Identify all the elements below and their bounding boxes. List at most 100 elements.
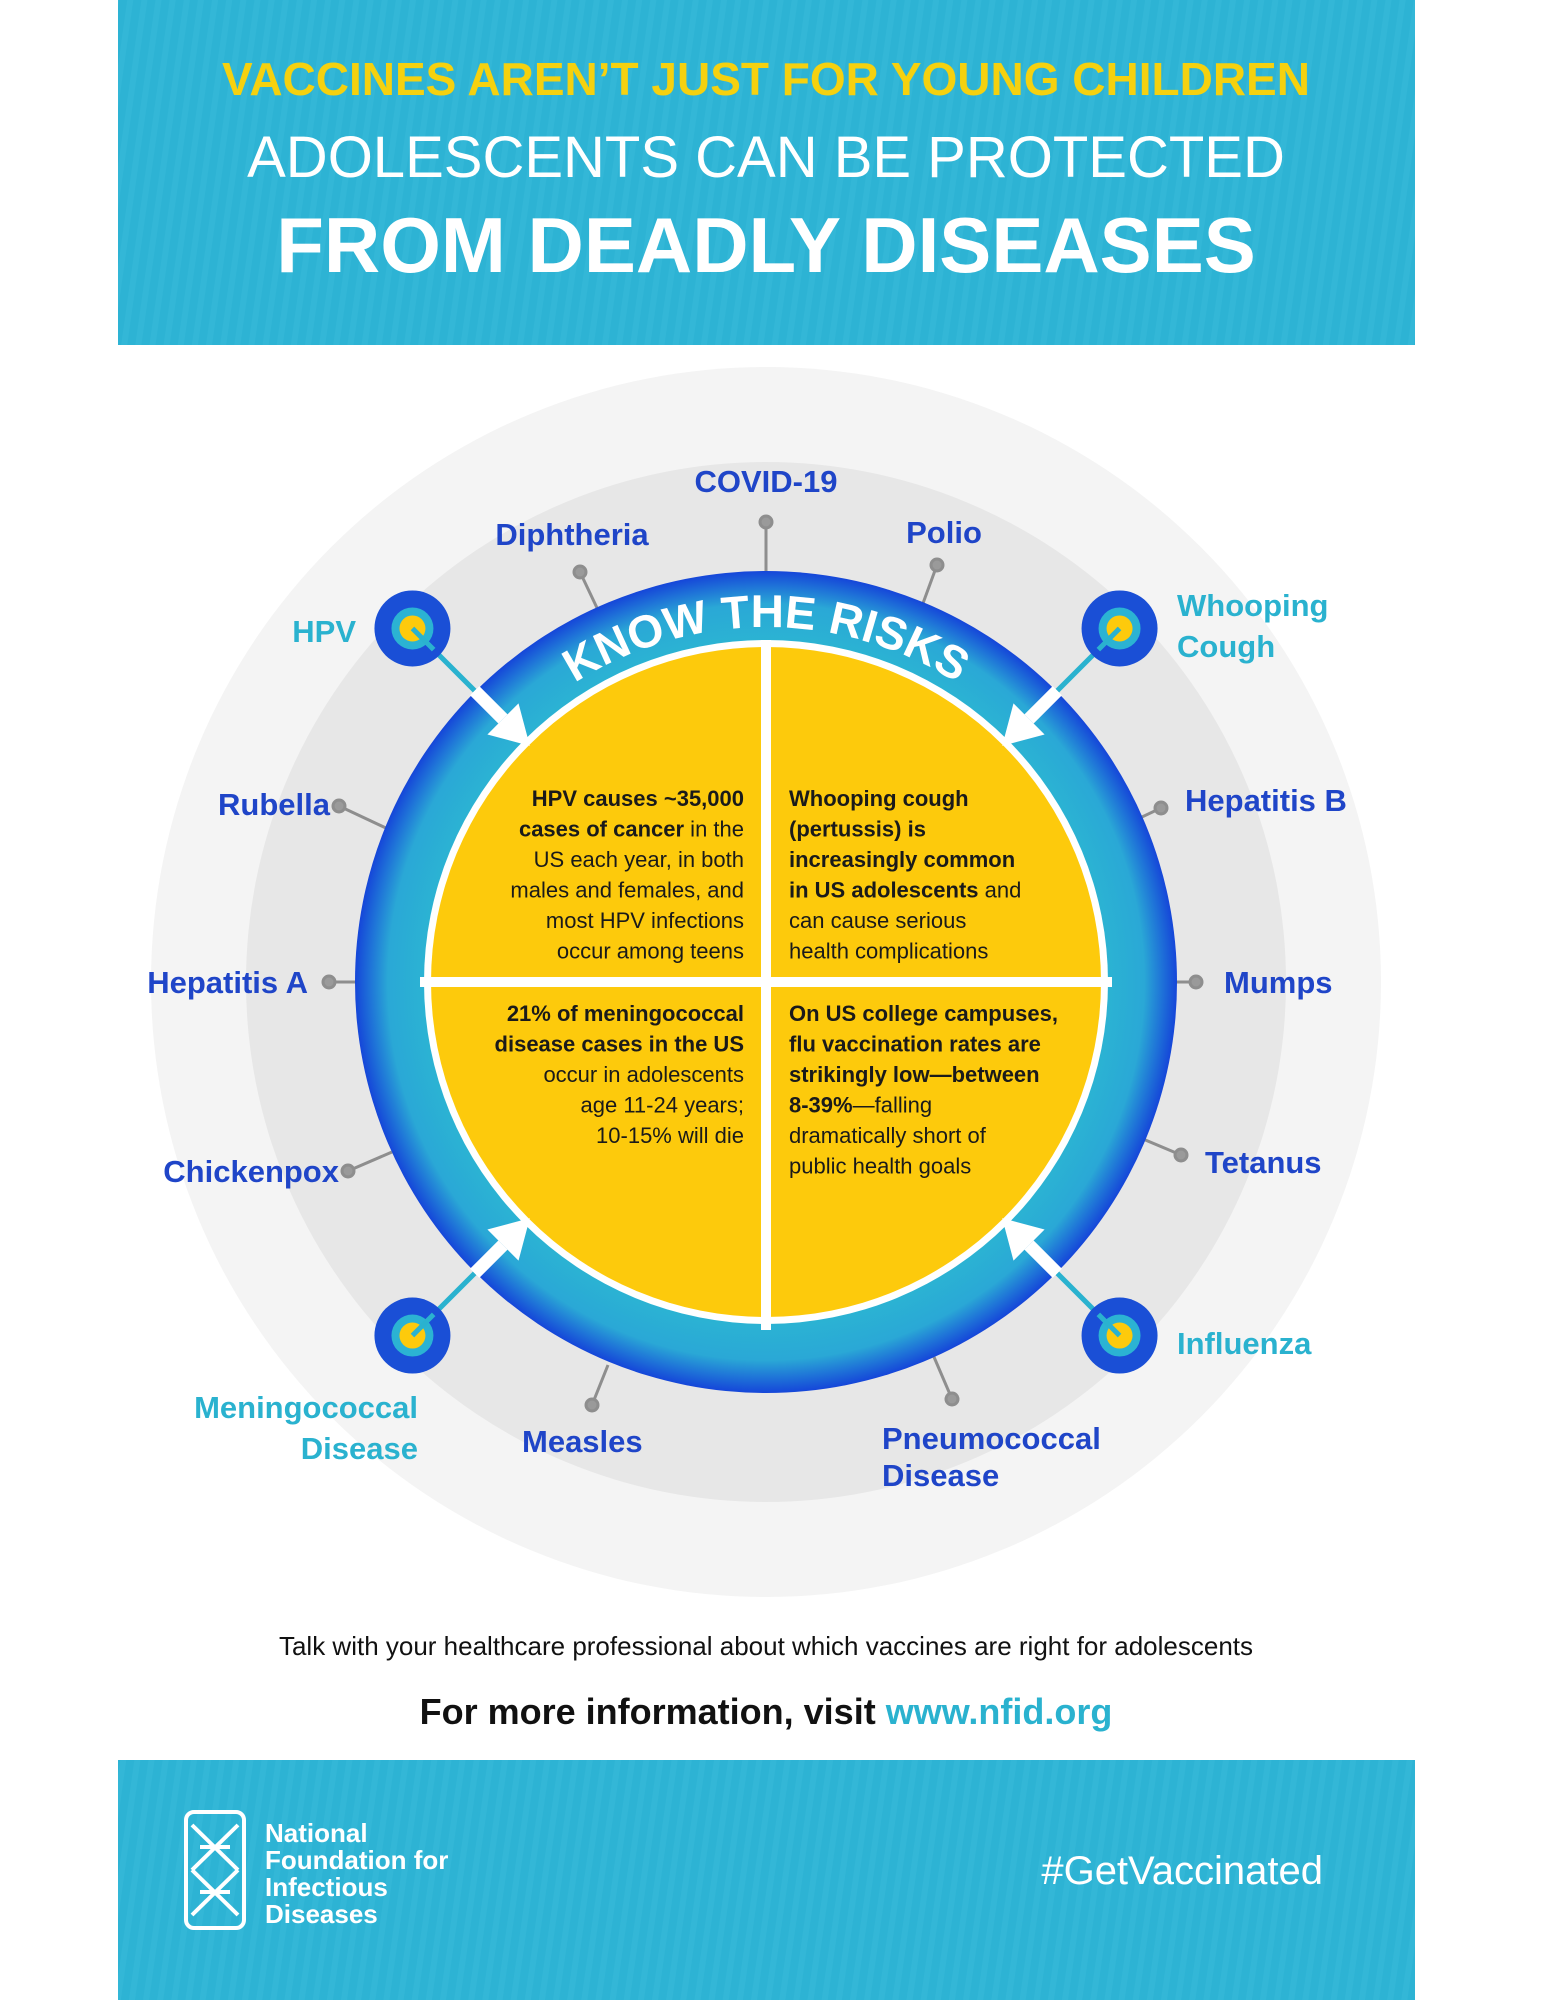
- header-banner: VACCINES AREN’T JUST FOR YOUNG CHILDREN …: [118, 0, 1415, 345]
- quadrant-text-line: 21% of meningococcal: [507, 1001, 744, 1026]
- bold-text: strikingly low—between: [789, 1062, 1040, 1087]
- label-diphtheria: Diphtheria: [495, 517, 649, 552]
- target-icon: [1081, 1297, 1158, 1374]
- regular-text: in the: [684, 817, 744, 842]
- quadrant-text-line: 8-39%—falling: [789, 1093, 932, 1118]
- nfid-logo: [184, 1810, 246, 1930]
- label-influenza: Influenza: [1177, 1326, 1312, 1361]
- connector-dot: [1188, 974, 1204, 990]
- more-info-label: For more information, visit: [420, 1691, 886, 1732]
- label-rubella: Rubella: [218, 787, 331, 822]
- label-chickenpox: Chickenpox: [163, 1154, 339, 1189]
- target-icon: [374, 590, 451, 667]
- bold-text: 8-39%: [789, 1093, 853, 1118]
- quadrant-text-line: cases of cancer in the: [519, 817, 744, 842]
- footer-banner: National Foundation for Infectious Disea…: [118, 1760, 1415, 2000]
- regular-text: US each year, in both: [534, 847, 744, 872]
- org-name-line: National: [265, 1818, 368, 1848]
- label-tetanus: Tetanus: [1205, 1145, 1322, 1180]
- regular-text: 10-15% will die: [596, 1123, 744, 1148]
- quadrant-text-line: HPV causes ~35,000: [532, 786, 744, 811]
- bold-text: disease cases in the US: [495, 1032, 744, 1057]
- label-measles: Measles: [522, 1424, 643, 1459]
- regular-text: —falling: [853, 1093, 932, 1118]
- quadrant-text-line: 10-15% will die: [596, 1123, 744, 1148]
- label-meningococcal-1: Meningococcal: [194, 1390, 418, 1425]
- org-name-line: Foundation for: [265, 1845, 448, 1875]
- quadrant-text-line: public health goals: [789, 1154, 971, 1179]
- connector-dot: [340, 1163, 356, 1179]
- quadrant-text-line: occur in adolescents: [543, 1062, 744, 1087]
- quadrant-text-line: On US college campuses,: [789, 1001, 1058, 1026]
- label-connectors: [321, 514, 1204, 1413]
- headline-line-1: VACCINES AREN’T JUST FOR YOUNG CHILDREN: [222, 53, 1310, 105]
- more-info-text: For more information, visit www.nfid.org: [420, 1691, 1113, 1732]
- label-mumps: Mumps: [1224, 965, 1333, 1000]
- label-hpv: HPV: [292, 614, 356, 649]
- label-pneumococcal-2: Disease: [882, 1458, 999, 1493]
- quadrant-influenza: On US college campuses, flu vaccination r…: [789, 1001, 1058, 1179]
- quadrant-text-line: flu vaccination rates are: [789, 1032, 1041, 1057]
- bold-text: cases of cancer: [519, 817, 685, 842]
- quadrant-text-line: US each year, in both: [534, 847, 744, 872]
- quadrant-hpv: HPV causes ~35,000 cases of cancer in the…: [510, 786, 744, 964]
- quadrant-text-line: (pertussis) is: [789, 817, 926, 842]
- headline-line-2: ADOLESCENTS CAN BE PROTECTED: [247, 125, 1285, 190]
- hashtag: #GetVaccinated: [1041, 1849, 1323, 1893]
- regular-text: males and females, and: [510, 878, 744, 903]
- quadrant-text-line: strikingly low—between: [789, 1062, 1040, 1087]
- label-hepatitis-a: Hepatitis A: [147, 965, 308, 1000]
- regular-text: public health goals: [789, 1154, 971, 1179]
- connector-dot: [331, 798, 347, 814]
- connector-dot: [1153, 800, 1169, 816]
- quadrant-divider-horizontal: [420, 977, 1112, 987]
- connector-dot: [1173, 1147, 1189, 1163]
- connector-dot: [572, 564, 588, 580]
- talk-text: Talk with your healthcare professional a…: [279, 1631, 1253, 1661]
- regular-text: most HPV infections: [546, 908, 744, 933]
- connector-dot: [584, 1397, 600, 1413]
- bold-text: 21% of meningococcal: [507, 1001, 744, 1026]
- regular-text: health complications: [789, 939, 988, 964]
- regular-text: and: [979, 878, 1022, 903]
- bold-text: increasingly common: [789, 847, 1015, 872]
- quadrant-text-line: health complications: [789, 939, 988, 964]
- target-icon: [374, 1297, 451, 1374]
- regular-text: occur among teens: [557, 939, 744, 964]
- target-icon: [1081, 590, 1158, 667]
- label-hepatitis-b: Hepatitis B: [1185, 783, 1347, 818]
- label-whooping-cough-1: Whooping: [1177, 588, 1329, 623]
- quadrant-text-line: most HPV infections: [546, 908, 744, 933]
- quadrant-whooping-cough: Whooping cough (pertussis) is increasingly…: [789, 786, 1021, 964]
- nfid-link[interactable]: www.nfid.org: [885, 1691, 1113, 1732]
- quadrant-text-line: occur among teens: [557, 939, 744, 964]
- connector-dot: [929, 557, 945, 573]
- label-meningococcal-2: Disease: [301, 1431, 418, 1466]
- regular-text: dramatically short of: [789, 1123, 987, 1148]
- org-name-line: Infectious: [265, 1872, 388, 1902]
- connector-dot: [321, 974, 337, 990]
- bold-text: flu vaccination rates are: [789, 1032, 1041, 1057]
- quadrant-meningococcal: 21% of meningococcal disease cases in the…: [495, 1001, 744, 1148]
- connector-dot: [944, 1391, 960, 1407]
- bold-text: in US adolescents: [789, 878, 979, 903]
- label-polio: Polio: [906, 515, 982, 550]
- quadrant-text-line: males and females, and: [510, 878, 744, 903]
- connector-dot: [758, 514, 774, 530]
- label-whooping-cough-2: Cough: [1177, 629, 1275, 664]
- arrow-influenza: [1002, 1218, 1122, 1338]
- quadrant-text-line: dramatically short of: [789, 1123, 987, 1148]
- quadrant-text-line: increasingly common: [789, 847, 1015, 872]
- quadrant-text-line: Whooping cough: [789, 786, 969, 811]
- org-name-line: Diseases: [265, 1899, 378, 1929]
- regular-text: occur in adolescents: [543, 1062, 744, 1087]
- quadrant-text-line: disease cases in the US: [495, 1032, 744, 1057]
- bold-text: On US college campuses,: [789, 1001, 1058, 1026]
- regular-text: can cause serious: [789, 908, 966, 933]
- label-pneumococcal-1: Pneumococcal: [882, 1421, 1101, 1456]
- quadrant-text-line: age 11-24 years;: [581, 1093, 744, 1118]
- bold-text: Whooping cough: [789, 786, 969, 811]
- regular-text: age 11-24 years;: [581, 1093, 744, 1118]
- quadrant-text-line: can cause serious: [789, 908, 966, 933]
